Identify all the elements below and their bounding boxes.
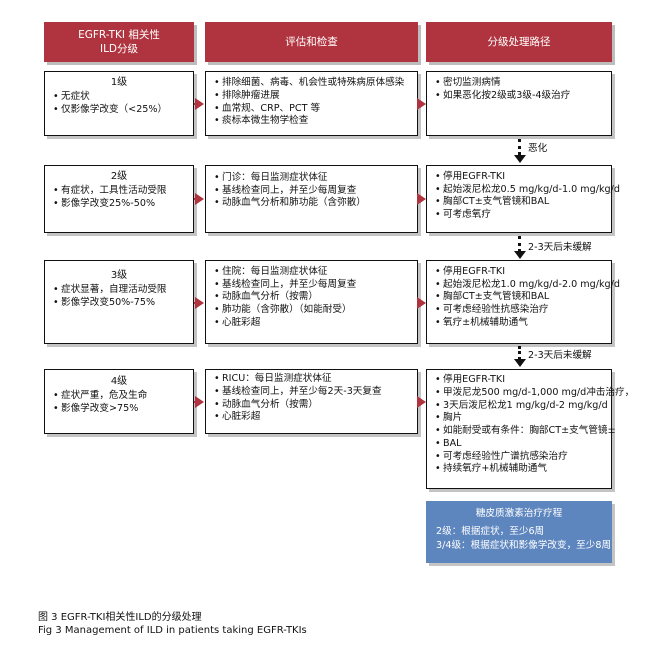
arrow-head-4a	[195, 396, 204, 408]
grade-2-item: 有症状，工具性活动受限	[53, 185, 189, 198]
treatment-1-box: 密切监测病情 如果恶化按2级或3级-4级治疗	[426, 71, 612, 136]
grade-2-item: 影像学改变25%-50%	[53, 198, 189, 211]
treatment-1-item: 密切监测病情	[435, 77, 607, 90]
arrow-head-4b	[417, 396, 426, 408]
treatment-2-item: 胸部CT±支气管镜和BAL	[435, 196, 607, 209]
treatment-3-item: 停用EGFR-TKI	[435, 266, 607, 279]
assessment-4-box: RICU：每日监测症状体征 基线检查同上，并至少每2天-3天复查 动脉血气分析（…	[205, 369, 418, 434]
treatment-2-item: 可考虑氧疗	[435, 209, 607, 222]
arrow-head-1a	[195, 98, 204, 110]
header-assessment-label: 评估和检查	[285, 35, 338, 48]
transition-arrow-3	[518, 346, 521, 360]
assessment-1-item: 痰标本微生物学检查	[214, 115, 413, 128]
grade-1-item: 无症状	[53, 91, 189, 104]
assessment-2-item: 基线检查同上，并至少每周复查	[214, 185, 413, 198]
treatment-2-item: 停用EGFR-TKI	[435, 171, 607, 184]
grade-3-item: 影像学改变50%-75%	[53, 297, 189, 310]
treatment-3-item: 氧疗±机械辅助通气	[435, 317, 607, 330]
treatment-3-item: 起始泼尼松龙1.0 mg/kg/d-2.0 mg/kg/d	[435, 279, 620, 292]
treatment-3-item: 胸部CT±支气管镜和BAL	[435, 291, 607, 304]
treatment-4-item: 持续氧疗+机械辅助通气	[435, 463, 607, 476]
treatment-4-box: 停用EGFR-TKI 甲泼尼龙500 mg/d-1,000 mg/d冲击治疗， …	[426, 369, 634, 489]
header-grade-line2: ILD分级	[99, 43, 139, 55]
assessment-3-item: 心脏彩超	[214, 317, 413, 330]
arrow-head-3a	[195, 297, 204, 309]
glucocorticoid-line: 2级：根据症状，至少6周	[436, 526, 545, 537]
header-assessment: 评估和检查	[205, 22, 418, 62]
treatment-2-item: 起始泼尼松龙0.5 mg/kg/d-1.0 mg/kg/d	[435, 184, 620, 197]
grade-4-item: 影像学改变>75%	[53, 403, 189, 416]
grade-1-title: 1级	[110, 77, 128, 88]
treatment-4-item: 如能耐受或有条件：胸部CT±支气管镜±	[435, 425, 616, 438]
treatment-4-item: 胸片	[435, 412, 607, 425]
treatment-4-item: 3天后泼尼松龙1 mg/kg/d-2 mg/kg/d	[435, 400, 608, 413]
grade-2-title: 2级	[110, 171, 128, 182]
assessment-2-box: 门诊：每日监测症状体征 基线检查同上，并至少每周复查 动脉血气分析和肺功能（含弥…	[205, 165, 418, 233]
arrow-head-2a	[195, 193, 204, 205]
assessment-3-box: 住院：每日监测症状体征 基线检查同上，并至少每周复查 动脉血气分析（按需） 肺功…	[205, 260, 418, 344]
treatment-4-item: 甲泼尼龙500 mg/d-1,000 mg/d冲击治疗，	[435, 387, 634, 400]
grade-3-box: 3级 症状显著，自理活动受限 影像学改变50%-75%	[44, 260, 194, 344]
treatment-4-item: 可考虑经验性广谱抗感染治疗	[435, 451, 607, 464]
glucocorticoid-line: 3/4级：根据症状和影像学改变，至少8周	[436, 539, 612, 551]
assessment-2-item: 门诊：每日监测症状体征	[214, 172, 413, 185]
assessment-3-item: 住院：每日监测症状体征	[214, 266, 413, 279]
assessment-3-item: 肺功能（含弥散）（如能耐受）	[214, 304, 413, 317]
transition-arrow-head-2	[514, 251, 526, 259]
assessment-1-item: 排除细菌、病毒、机会性或特殊病原体感染	[214, 77, 413, 90]
assessment-1-item: 血常规、CRP、PCT 等	[214, 103, 413, 116]
transition-arrow-1	[518, 139, 521, 155]
arrow-head-1b	[417, 98, 426, 110]
transition-arrow-head-3	[514, 359, 526, 367]
treatment-3-item: 可考虑经验性抗感染治疗	[435, 304, 607, 317]
assessment-2-item: 动脉血气分析和肺功能（含弥散）	[214, 197, 413, 210]
treatment-3-box: 停用EGFR-TKI 起始泼尼松龙1.0 mg/kg/d-2.0 mg/kg/d…	[426, 260, 620, 344]
transition-label-2: 2-3天后未缓解	[528, 242, 592, 253]
header-grade-line1: EGFR-TKI 相关性	[78, 28, 160, 41]
assessment-4-item: 动脉血气分析（按需）	[214, 399, 413, 412]
treatment-2-box: 停用EGFR-TKI 起始泼尼松龙0.5 mg/kg/d-1.0 mg/kg/d…	[426, 165, 620, 233]
assessment-3-item: 基线检查同上，并至少每周复查	[214, 279, 413, 292]
grade-4-title: 4级	[110, 376, 128, 387]
transition-arrow-head-1	[514, 155, 526, 163]
assessment-1-item: 排除肿瘤进展	[214, 90, 413, 103]
arrow-head-3b	[417, 297, 426, 309]
assessment-1-box: 排除细菌、病毒、机会性或特殊病原体感染 排除肿瘤进展 血常规、CRP、PCT 等…	[205, 71, 418, 136]
treatment-1-item: 如果恶化按2级或3级-4级治疗	[435, 90, 607, 103]
grade-3-item: 症状显著，自理活动受限	[53, 284, 189, 297]
glucocorticoid-box: 糖皮质激素治疗疗程 2级：根据症状，至少6周 3/4级：根据症状和影像学改变，至…	[426, 501, 612, 563]
treatment-4-item: BAL	[435, 438, 607, 451]
assessment-3-item: 动脉血气分析（按需）	[214, 291, 413, 304]
header-grade: EGFR-TKI 相关性 ILD分级	[44, 22, 194, 62]
glucocorticoid-title: 糖皮质激素治疗疗程	[475, 508, 563, 519]
header-treatment-label: 分级处理路径	[487, 35, 551, 48]
transition-label-1: 恶化	[528, 143, 548, 154]
arrow-head-2b	[417, 193, 426, 205]
grade-3-title: 3级	[110, 270, 128, 281]
transition-arrow-2	[518, 236, 521, 252]
transition-label-3: 2-3天后未缓解	[528, 350, 592, 361]
grade-4-item: 症状严重，危及生命	[53, 390, 189, 403]
grade-1-item: 仅影像学改变（<25%）	[53, 104, 189, 117]
assessment-4-item: 心脏彩超	[214, 411, 413, 424]
caption-zh: 图 3 EGFR-TKI相关性ILD的分级处理	[38, 612, 202, 623]
grade-1-box: 1级 无症状 仅影像学改变（<25%）	[44, 71, 194, 136]
assessment-4-item: RICU：每日监测症状体征	[214, 373, 413, 386]
caption-en: Fig 3 Management of ILD in patients taki…	[38, 625, 307, 636]
assessment-4-item: 基线检查同上，并至少每2天-3天复查	[214, 386, 413, 399]
grade-4-box: 4级 症状严重，危及生命 影像学改变>75%	[44, 369, 194, 434]
grade-2-box: 2级 有症状，工具性活动受限 影像学改变25%-50%	[44, 165, 194, 233]
treatment-4-item: 停用EGFR-TKI	[435, 374, 607, 387]
header-treatment: 分级处理路径	[426, 22, 612, 62]
